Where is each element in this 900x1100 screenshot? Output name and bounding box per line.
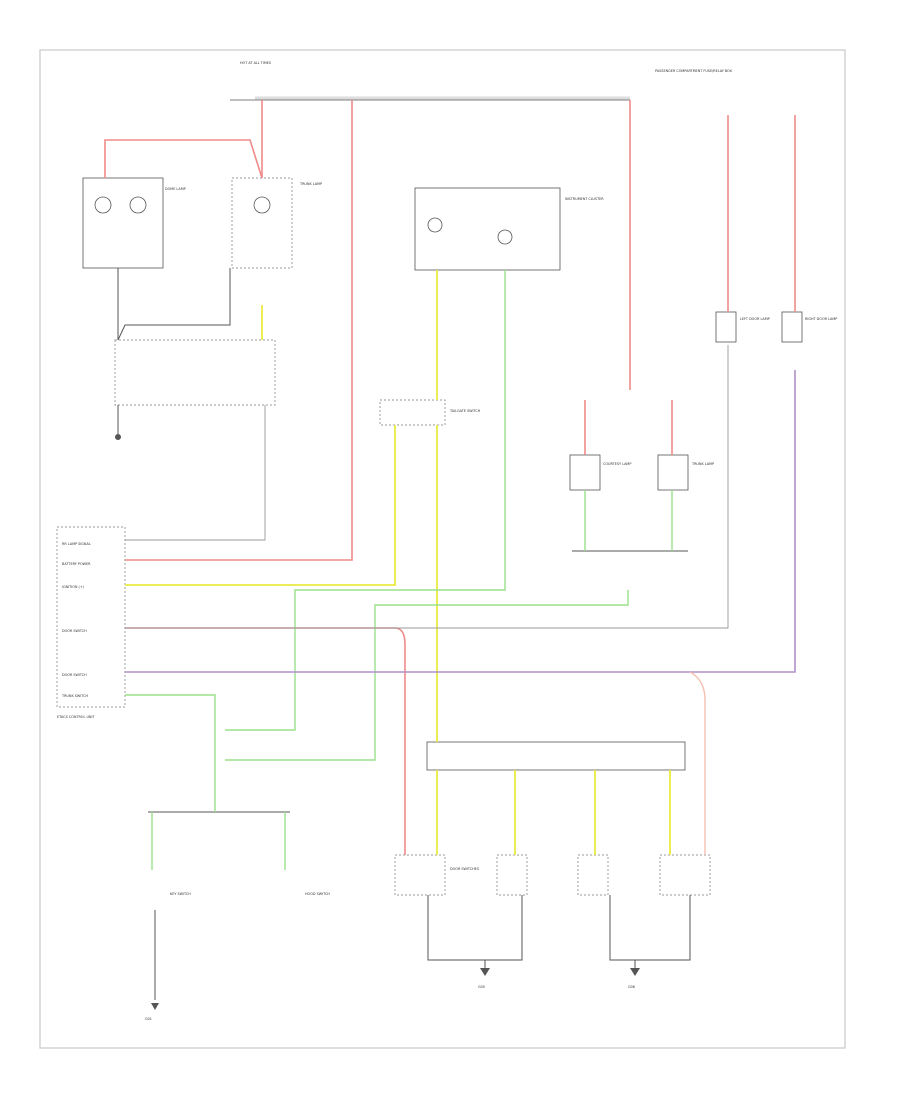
top-right-box-label: PASSENGER COMPARTMENT FUSE/RELAY BOX <box>655 69 733 73</box>
wire-green-cluster <box>225 270 506 731</box>
wire-green-courtesy <box>225 590 629 761</box>
left-door-lamp <box>715 311 737 343</box>
cluster-bulb-1 <box>427 217 443 233</box>
door-switch-3 <box>577 854 609 896</box>
tail-switch-box <box>379 399 446 426</box>
trunk-bulb <box>253 196 271 214</box>
pin1-label: RR LAMP SIGNAL <box>62 542 91 546</box>
control-module-label: ETACS CONTROL UNIT <box>57 715 95 719</box>
trunk-lamp-box <box>231 177 293 269</box>
diagram-frame <box>39 49 846 1049</box>
dome-bulb-1 <box>94 196 112 214</box>
dome-bulb-2 <box>129 196 147 214</box>
pin5-label: DOOR SWITCH <box>62 673 87 677</box>
dome-lamp-box <box>82 177 164 269</box>
hood-switch-label: HOOD SWITCH <box>305 892 330 896</box>
wire-red-dome <box>104 139 263 179</box>
trunk-lamp-label: TRUNK LAMP <box>299 182 322 186</box>
pin2-label: BATTERY POWER <box>62 562 91 566</box>
ground-mid <box>480 968 490 976</box>
courtesy-lamp-left <box>569 454 601 491</box>
ground-mid-label: G05 <box>478 985 485 989</box>
left-door-lamp-label: LEFT DOOR LAMP <box>740 317 770 321</box>
pin4-label: DOOR SWITCH <box>62 629 87 633</box>
door-switch-2 <box>496 854 528 896</box>
wire-red-door-sw <box>125 627 406 855</box>
wire-yellow-ign <box>125 425 396 586</box>
ground-left-label: G01 <box>145 1017 152 1021</box>
pin6-label: TRUNK SWITCH <box>61 694 88 698</box>
cluster-bulb-2 <box>497 229 513 245</box>
wire-green-trunk <box>125 694 216 812</box>
pin3-label: IGNITION (+) <box>62 585 85 589</box>
top-fuse-label: HOT AT ALL TIMES <box>240 61 271 65</box>
wire-pink-door <box>689 671 706 855</box>
door-switch-1 <box>394 854 446 896</box>
ground-right <box>630 968 640 976</box>
instrument-cluster-box <box>414 187 561 271</box>
wire-black-gnd-right <box>609 895 691 968</box>
connector-box <box>114 339 276 406</box>
wire-gray-pin1 <box>125 405 266 541</box>
right-door-lamp-label: RIGHT DOOR LAMP <box>805 317 837 321</box>
wire-gray-door <box>125 345 729 629</box>
left-key-switch-label: KEY SWITCH <box>170 892 191 896</box>
ground-left <box>151 1003 159 1010</box>
wire-black-conn <box>117 268 231 341</box>
wire-red-battery <box>125 100 353 561</box>
dome-lamp-label: DOME LAMP <box>165 187 186 191</box>
courtesy-lamp-right-label: TRUNK LAMP <box>691 462 714 466</box>
door-switch-4 <box>659 854 711 896</box>
door-switches-label: DOOR SWITCHES <box>450 867 479 871</box>
courtesy-lamp-left-label: COURTESY LAMP <box>603 462 631 466</box>
wire-black-gnd-mid <box>427 895 523 968</box>
instrument-cluster-label: INSTRUMENT CLUSTER <box>565 197 604 201</box>
courtesy-lamp-right <box>657 454 689 491</box>
ground-right-label: G06 <box>628 985 635 989</box>
control-module-box <box>56 526 126 708</box>
right-door-lamp <box>781 311 803 343</box>
wire-violet-door <box>125 370 796 673</box>
ground-top-left <box>115 434 121 440</box>
tail-switch-label: TAILGATE SWITCH <box>449 409 481 413</box>
door-connector-bar <box>426 741 686 771</box>
